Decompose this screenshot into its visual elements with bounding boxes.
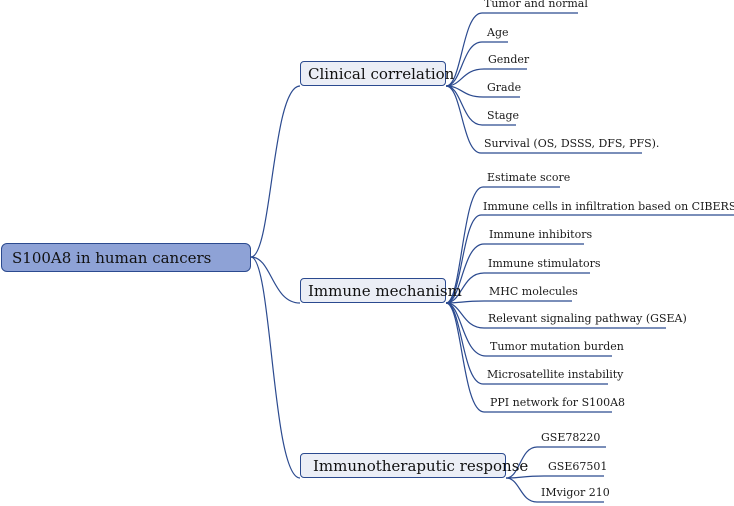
leaf-age: Age <box>487 26 509 39</box>
connector-immune-5 <box>445 300 572 304</box>
root-node-label: S100A8 in human cancers <box>12 248 212 267</box>
connector-immune-1 <box>445 186 560 304</box>
connector-immune-2 <box>445 214 734 304</box>
connector-response-2 <box>505 475 604 479</box>
connector-response-1 <box>505 446 606 479</box>
leaf-estimate-score: Estimate score <box>487 171 571 184</box>
connector-root-immune <box>250 256 301 304</box>
leaf-immune-cells-cibersort: Immune cells in infiltration based on CI… <box>483 200 734 213</box>
leaf-survival: Survival (OS, DSSS, DFS, PFS). <box>484 137 660 150</box>
branch-label: Immunotheraputic response <box>313 456 529 475</box>
leaf-gse67501: GSE67501 <box>548 460 608 473</box>
connector-clinical-5 <box>445 85 516 126</box>
connector-clinical-1 <box>445 12 578 87</box>
connector-root-response <box>250 256 301 479</box>
leaf-mhc-molecules: MHC molecules <box>489 285 578 298</box>
connector-immune-9 <box>445 302 612 413</box>
connector-clinical-4 <box>445 85 520 98</box>
leaf-ppi-network: PPI network for S100A8 <box>490 396 626 409</box>
branch-immunotheraputic-response: Immunotheraputic response <box>300 453 528 478</box>
branch-label: Clinical correlation <box>308 64 455 83</box>
leaf-gender: Gender <box>488 53 530 66</box>
branch-label: Immune mechanism <box>308 281 462 300</box>
connector-root-clinical <box>250 85 301 258</box>
leaf-signaling-pathway-gsea: Relevant signaling pathway (GSEA) <box>488 312 687 325</box>
leaf-imvigor-210: IMvigor 210 <box>541 486 610 499</box>
leaf-immune-inhibitors: Immune inhibitors <box>489 228 593 241</box>
leaf-stage: Stage <box>487 109 520 122</box>
branch-clinical-correlation: Clinical correlation <box>300 61 454 86</box>
leaf-tumor-and-normal: Tumor and normal <box>484 0 588 10</box>
leaf-immune-stimulators: Immune stimulators <box>488 257 601 270</box>
branch-immune-mechanism: Immune mechanism <box>300 278 462 303</box>
leaf-gse78220: GSE78220 <box>541 431 601 444</box>
leaf-microsatellite-instability: Microsatellite instability <box>487 368 624 381</box>
connector-clinical-2 <box>445 41 508 87</box>
root-node: S100A8 in human cancers <box>1 243 251 272</box>
connector-clinical-3 <box>445 68 527 87</box>
leaf-grade: Grade <box>487 81 522 94</box>
leaf-tumor-mutation-burden: Tumor mutation burden <box>490 340 624 353</box>
connector-immune-4 <box>445 272 590 304</box>
connector-clinical-6 <box>445 85 642 154</box>
connector-response-3 <box>505 477 604 503</box>
connector-immune-3 <box>445 243 584 304</box>
